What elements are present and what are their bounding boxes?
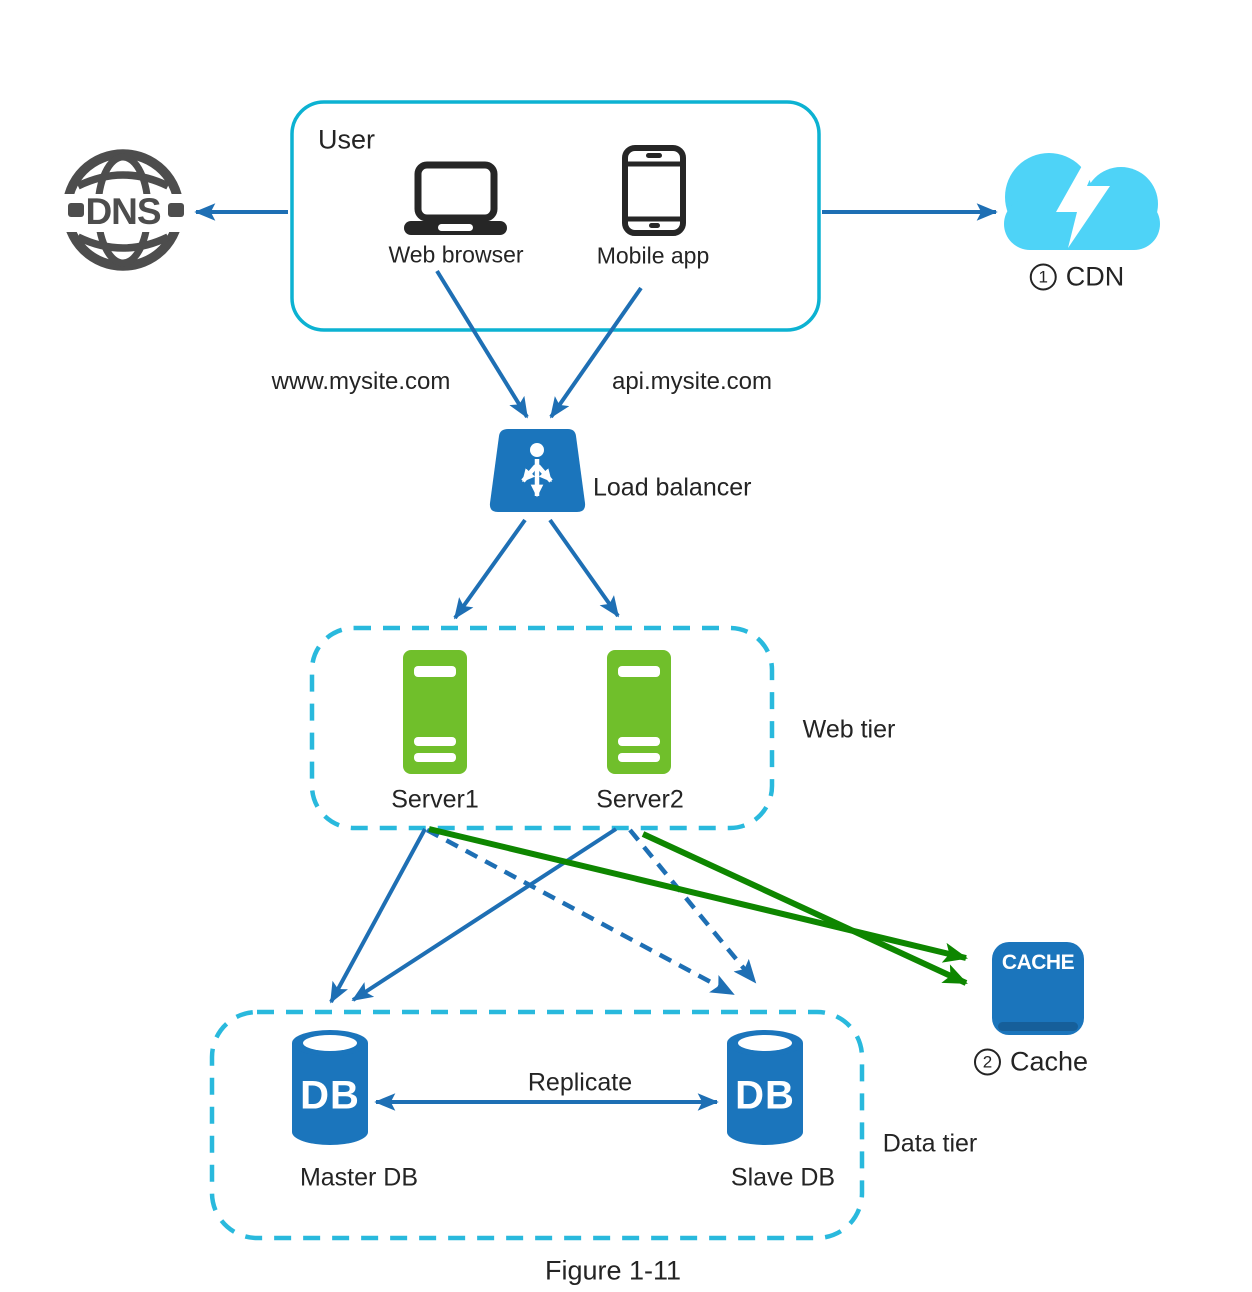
dns-label: DNS	[85, 191, 161, 232]
arrow-webbrowser-loadbalancer	[435, 269, 529, 419]
master-db-label: Master DB	[299, 1163, 419, 1192]
load-balancer-icon	[489, 429, 586, 512]
slave-db-icon	[727, 1030, 803, 1145]
arrow-server1-cache	[428, 826, 968, 963]
cache-label-row: 2 Cache	[973, 1046, 1089, 1078]
arrow-loadbalancer-server2	[548, 518, 620, 618]
load-balancer-label: Load balancer	[593, 473, 752, 502]
master-db-icon	[292, 1030, 368, 1145]
cdn-label: CDN	[1065, 261, 1125, 292]
slave-db-label: Slave DB	[730, 1163, 836, 1192]
laptop-icon	[404, 161, 507, 235]
replicate-label: Replicate	[527, 1068, 633, 1097]
arrow-server2-slavedb-dashed	[628, 828, 757, 984]
server1-icon	[403, 650, 467, 774]
arrow-server2-cache	[641, 831, 968, 986]
dns-globe-icon	[62, 149, 184, 271]
data-tier-label: Data tier	[882, 1129, 978, 1158]
cache-icon-text: CACHE	[1001, 951, 1075, 974]
cache-icon	[992, 942, 1084, 1035]
server2-icon	[607, 650, 671, 774]
arrow-server1-slavedb-dashed	[425, 828, 735, 996]
server2-label: Server2	[596, 785, 684, 814]
user-box	[290, 100, 821, 332]
cdn-label-row: 1 CDN	[1029, 261, 1125, 293]
api-domain-label: api.mysite.com	[611, 368, 773, 395]
data-tier-box	[209, 1009, 865, 1241]
lightning-bolt-icon	[1056, 148, 1110, 248]
server1-label: Server1	[391, 785, 479, 814]
master-db-icon-text: DB	[300, 1073, 360, 1118]
cdn-number-badge: 1	[1029, 263, 1057, 291]
arrow-loadbalancer-server1	[453, 518, 527, 620]
cdn-cloud-icon	[1004, 148, 1160, 250]
web-tier-label: Web tier	[802, 715, 896, 744]
arrow-server2-masterdb	[351, 827, 618, 1002]
www-domain-label: www.mysite.com	[271, 368, 451, 395]
arrow-mobileapp-loadbalancer	[549, 286, 643, 419]
arrow-server1-masterdb	[329, 828, 427, 1004]
web-browser-label: Web browser	[388, 241, 524, 268]
cache-label: Cache	[1009, 1046, 1089, 1077]
web-tier-box	[309, 625, 775, 831]
cache-number-badge: 2	[973, 1048, 1001, 1076]
slave-db-icon-text: DB	[735, 1073, 795, 1118]
mobile-phone-icon	[622, 145, 686, 236]
user-box-title: User	[318, 124, 376, 155]
mobile-app-label: Mobile app	[596, 242, 710, 269]
figure-caption: Figure 1-11	[544, 1255, 682, 1286]
